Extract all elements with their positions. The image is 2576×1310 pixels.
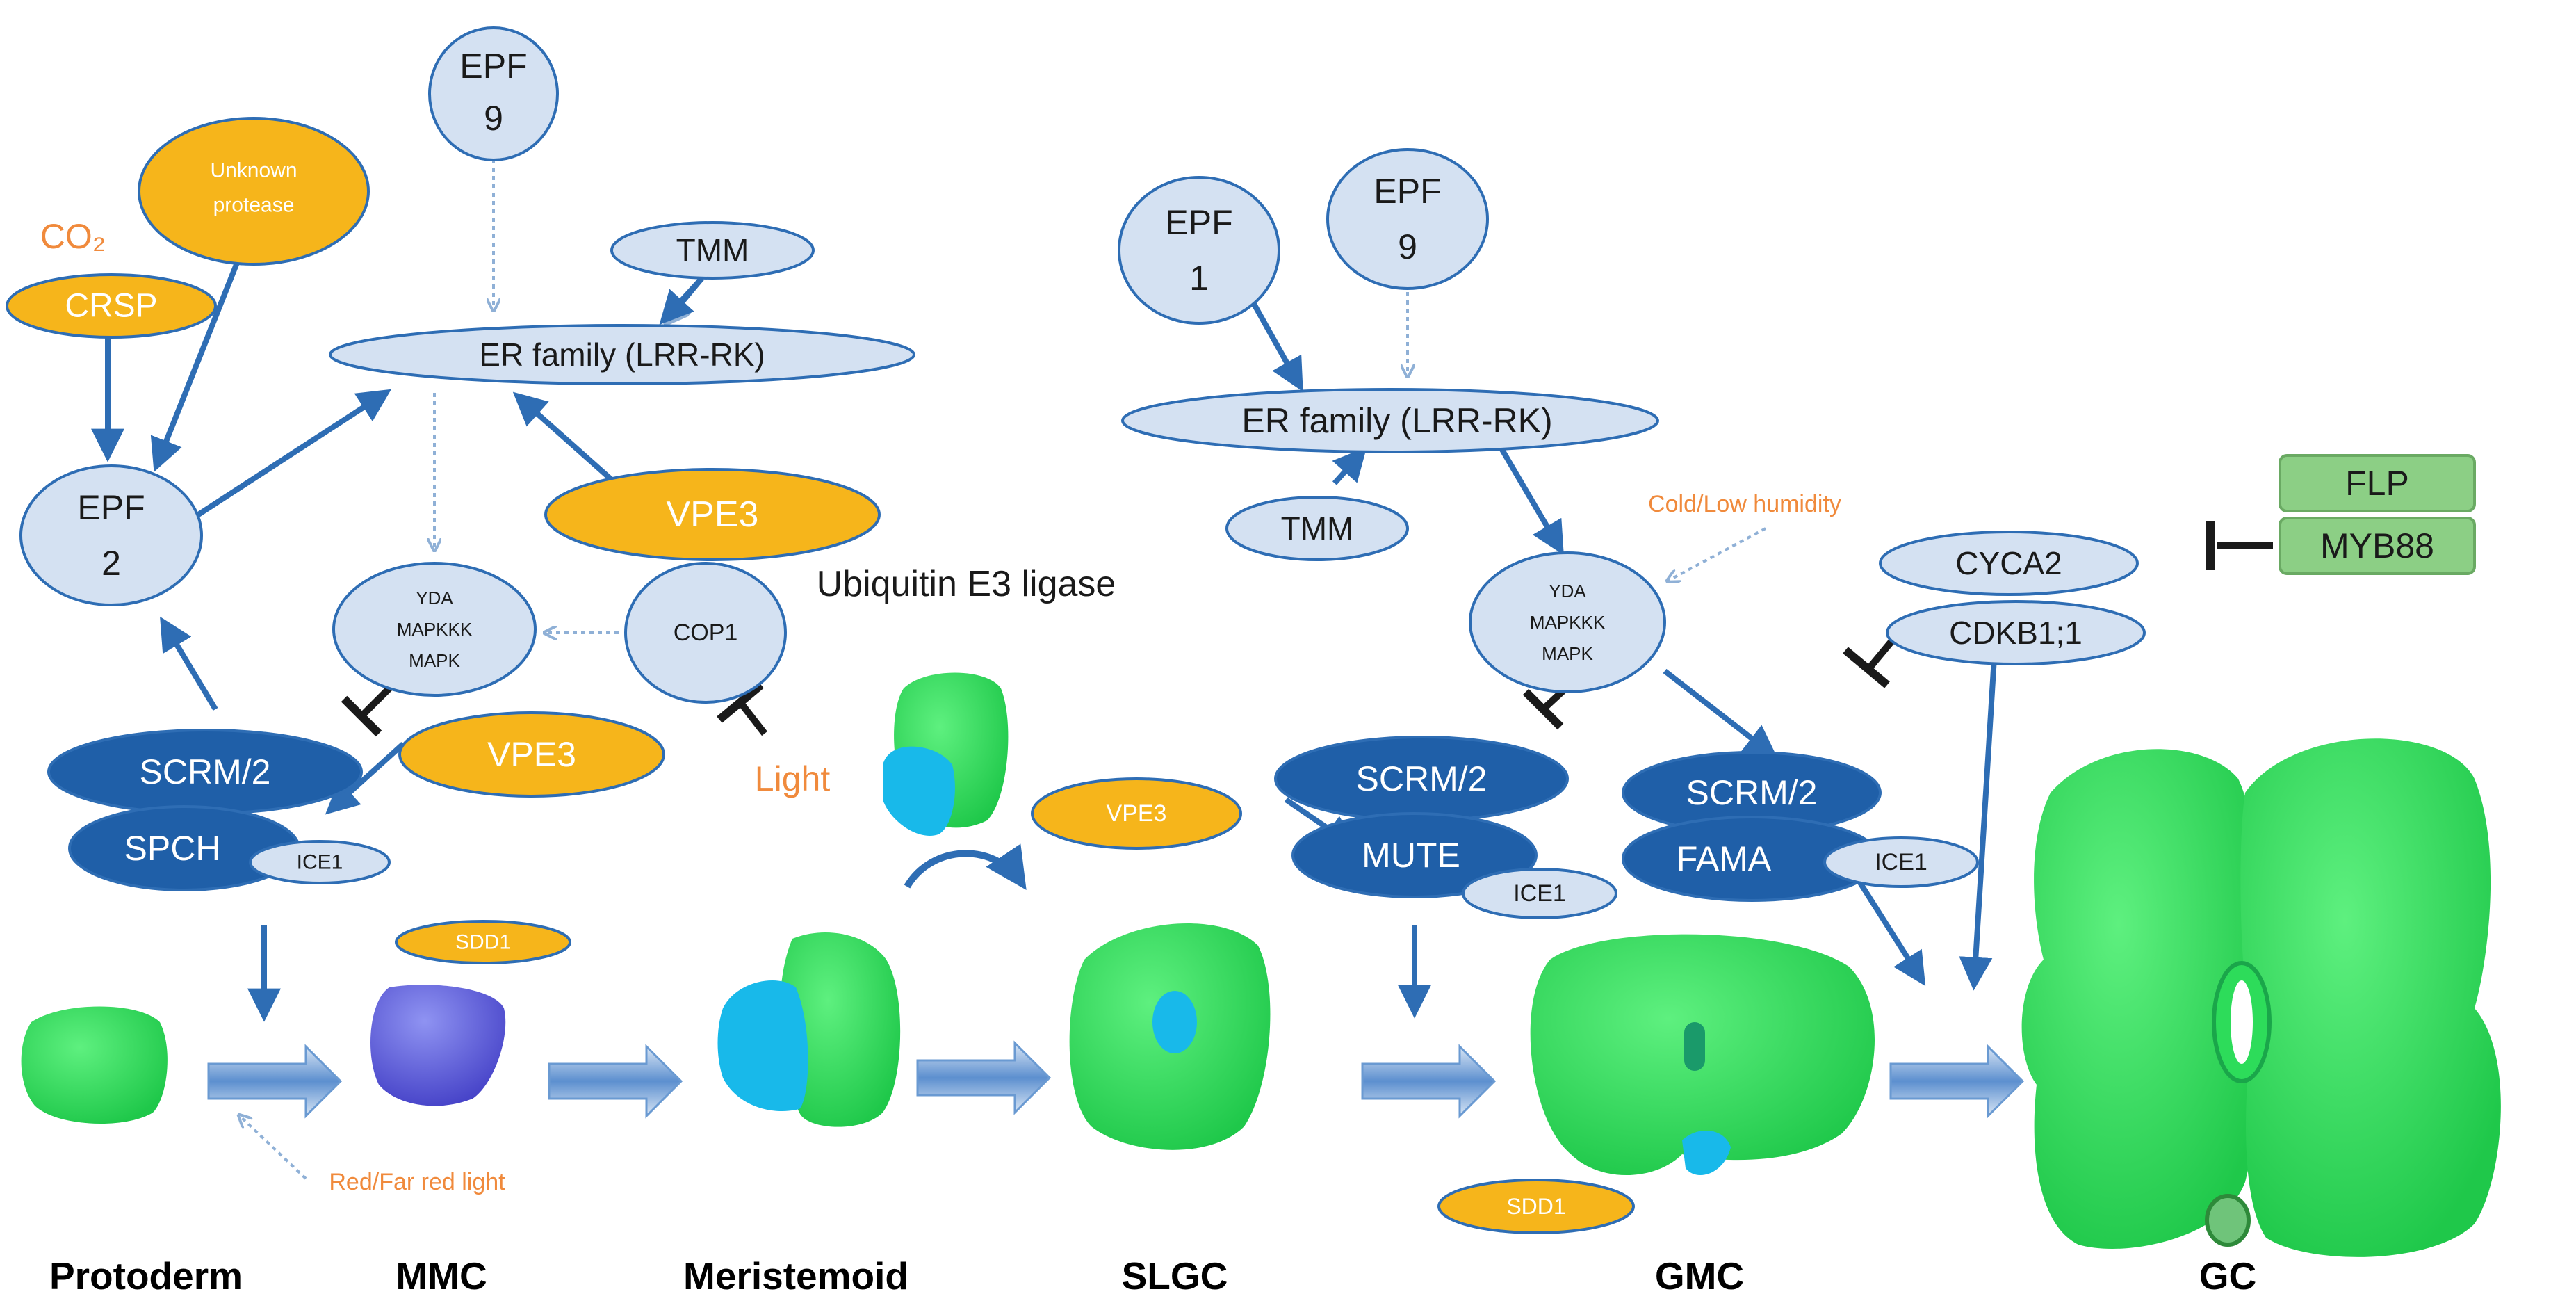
flp-label: FLP bbox=[2345, 464, 2409, 503]
er-family-left-node bbox=[329, 324, 915, 385]
cyca2-node bbox=[1879, 531, 2139, 596]
stage-gc: GC bbox=[2199, 1254, 2257, 1297]
yda-left-node bbox=[332, 562, 537, 697]
ice1-fama-label: ICE1 bbox=[1875, 849, 1927, 875]
flp-node bbox=[2279, 454, 2476, 512]
cyca2-label: CYCA2 bbox=[1955, 545, 2062, 581]
yda-right-node bbox=[1469, 551, 1666, 693]
meristemoid-green bbox=[779, 932, 901, 1127]
ice1-left-label: ICE1 bbox=[297, 851, 343, 874]
yda-left-label-1: YDA bbox=[416, 588, 453, 608]
fama-label: FAMA bbox=[1677, 839, 1772, 878]
meristemoid-cyan bbox=[717, 980, 808, 1111]
epf9-right-node bbox=[1326, 148, 1489, 290]
stoma-center bbox=[2231, 980, 2253, 1064]
slgc-cyan bbox=[1152, 991, 1197, 1053]
cop1-node bbox=[624, 562, 787, 704]
red-far-red-light-label: Red/Far red light bbox=[329, 1169, 505, 1195]
yda-right-label-2: MAPKKK bbox=[1530, 612, 1606, 633]
progression-arrow-4 bbox=[1361, 1044, 1497, 1119]
ice1-mute-label: ICE1 bbox=[1513, 880, 1566, 907]
myb88-label: MYB88 bbox=[2320, 526, 2434, 565]
tmm-right-label: TMM bbox=[1281, 510, 1354, 547]
vpe3-mid-node bbox=[398, 711, 665, 798]
gmc-center bbox=[1684, 1022, 1705, 1071]
yda-right-label-3: MAPK bbox=[1542, 643, 1593, 664]
progression-arrow-5 bbox=[1889, 1044, 2025, 1119]
ubiquitin-label: Ubiquitin E3 ligase bbox=[817, 564, 1116, 604]
vpe3-slgc-node bbox=[1031, 777, 1242, 850]
crsp-node bbox=[6, 273, 217, 339]
er-family-right-node bbox=[1121, 388, 1659, 453]
vpe3-mid-label: VPE3 bbox=[487, 735, 576, 774]
tmm-right-node bbox=[1225, 496, 1409, 561]
epf1-label-1: EPF bbox=[1165, 203, 1232, 242]
sdd1-left-label: SDD1 bbox=[455, 931, 511, 954]
stage-gmc: GMC bbox=[1655, 1254, 1744, 1297]
epf2-node bbox=[19, 464, 203, 606]
sdd1-right-node bbox=[1437, 1179, 1635, 1234]
mmc-cell bbox=[370, 985, 506, 1106]
scrm-left-label: SCRM/2 bbox=[140, 752, 271, 791]
gc-left-cell bbox=[2021, 749, 2264, 1249]
rotation-arrow bbox=[904, 843, 1027, 890]
epf1-label-2: 1 bbox=[1189, 259, 1209, 298]
co2-label: CO₂ bbox=[40, 217, 106, 256]
yda-left-label-3: MAPK bbox=[409, 650, 460, 671]
mute-label: MUTE bbox=[1362, 836, 1460, 875]
sdd1-left-node bbox=[395, 920, 571, 964]
myb88-node bbox=[2279, 517, 2476, 575]
tmm-left-label: TMM bbox=[676, 232, 749, 268]
ice1-left-node bbox=[249, 840, 391, 884]
scrm-mute-label: SCRM/2 bbox=[1356, 759, 1487, 798]
cop1-label: COP1 bbox=[674, 620, 738, 646]
rotation-cell-cyan bbox=[883, 746, 955, 836]
vpe3-slgc-label: VPE3 bbox=[1107, 800, 1167, 827]
cold-low-humidity-label: Cold/Low humidity bbox=[1648, 491, 1841, 517]
stage-slgc: SLGC bbox=[1122, 1254, 1228, 1297]
gc-right-cell bbox=[2240, 738, 2501, 1257]
crsp-label: CRSP bbox=[65, 288, 157, 325]
epf9-left-node bbox=[428, 26, 559, 161]
epf9-left-label-2: 9 bbox=[484, 99, 503, 138]
progression-arrow-2 bbox=[548, 1044, 683, 1119]
mute-node bbox=[1291, 812, 1538, 898]
unknown-protease-node bbox=[138, 117, 370, 266]
epf1-node bbox=[1118, 176, 1280, 325]
light-label: Light bbox=[755, 759, 831, 798]
cdkb1-label: CDKB1;1 bbox=[1949, 615, 2082, 651]
yda-right-label-1: YDA bbox=[1549, 581, 1586, 601]
vpe3-top-label: VPE3 bbox=[667, 494, 759, 535]
vpe3-top-node bbox=[544, 468, 881, 561]
spch-label: SPCH bbox=[124, 829, 221, 868]
ice1-fama-node bbox=[1823, 836, 1979, 888]
gmc-cyan bbox=[1682, 1131, 1731, 1175]
stage-protoderm: Protoderm bbox=[49, 1254, 243, 1297]
er-family-right-label: ER family (LRR-RK) bbox=[1241, 401, 1552, 440]
ice1-mute-node bbox=[1462, 868, 1617, 919]
epf2-label-2: 2 bbox=[101, 544, 121, 583]
stage-mmc: MMC bbox=[396, 1254, 487, 1297]
tmm-left-node bbox=[610, 221, 815, 280]
epf9-right-label-2: 9 bbox=[1398, 227, 1417, 266]
epf9-right-label-1: EPF bbox=[1373, 172, 1441, 211]
er-family-left-label: ER family (LRR-RK) bbox=[479, 337, 765, 373]
stoma-small bbox=[2205, 1194, 2251, 1247]
cdkb1-node bbox=[1886, 600, 2146, 665]
protoderm-cell bbox=[21, 1006, 168, 1124]
progression-arrow-1 bbox=[207, 1044, 343, 1119]
unknown-protease-label-1: Unknown bbox=[210, 159, 297, 182]
yda-left-label-2: MAPKKK bbox=[397, 619, 473, 640]
stage-meristemoid: Meristemoid bbox=[683, 1254, 908, 1297]
scrm-fama-label: SCRM/2 bbox=[1686, 773, 1818, 812]
sdd1-right-label: SDD1 bbox=[1506, 1194, 1565, 1219]
progression-arrow-3 bbox=[916, 1040, 1052, 1115]
epf2-label-1: EPF bbox=[77, 488, 145, 527]
epf9-left-label-1: EPF bbox=[459, 47, 527, 86]
unknown-protease-label-2: protease bbox=[213, 194, 295, 217]
